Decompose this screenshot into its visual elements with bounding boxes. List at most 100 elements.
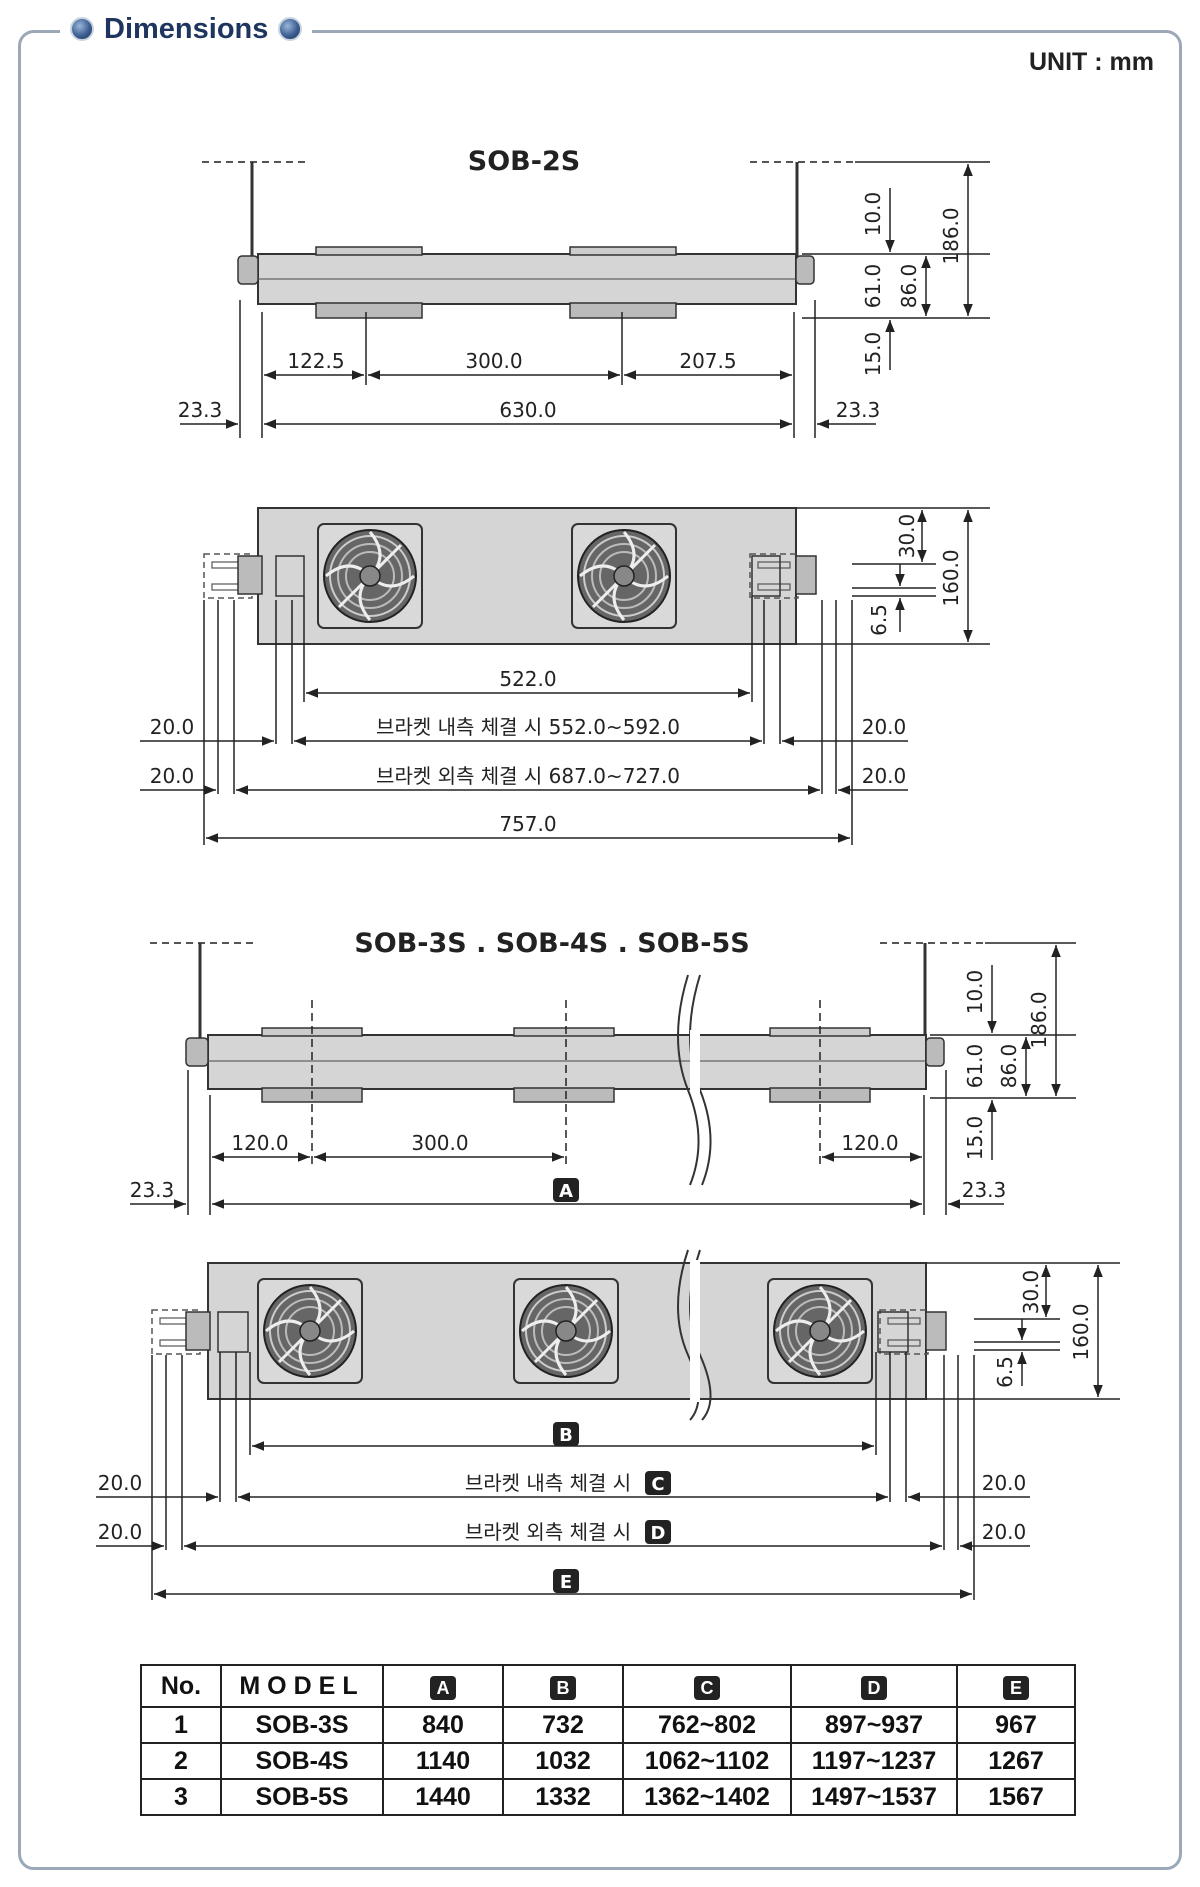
sob2s-inner-mount-label: 브라켓 내측 체결 시 552.0~592.0: [376, 715, 680, 739]
sob345-letter-e-box: [553, 1569, 579, 1593]
model-spec-table: No. MODEL A B C D E 1 SOB-3S 840 732 762…: [140, 1664, 1076, 1816]
sob345-dim-v4: 86.0: [997, 1044, 1021, 1089]
sob2s-dim-w1: 122.5: [287, 349, 344, 373]
sob2s-dim-margin-2: 20.0: [862, 715, 907, 739]
sob345-letter-c-box: [645, 1471, 671, 1495]
sob2s-dim-v2: 6.5: [867, 604, 891, 636]
sob345-dim-margin-2: 20.0: [982, 1471, 1027, 1495]
sob345-dim-v2: 61.0: [963, 1044, 987, 1089]
sob2s-dim-left-offset: 23.3: [178, 398, 223, 422]
sob2s-dim-v1: 30.0: [895, 514, 919, 559]
header-e: E: [956, 1664, 1076, 1708]
cell-b: 732: [502, 1706, 624, 1744]
dimensions-panel: [18, 30, 1182, 1870]
header-e-letter: E: [1003, 1675, 1029, 1700]
sob2s-dim-margin-3: 20.0: [150, 764, 195, 788]
cell-e: 967: [956, 1706, 1076, 1744]
cell-b: 1332: [502, 1778, 624, 1816]
section-header: Dimensions: [60, 6, 313, 52]
sob2s-dim-v3: 15.0: [861, 332, 885, 377]
table-row: 2 SOB-4S 1140 1032 1062~1102 1197~1237 1…: [140, 1742, 1076, 1780]
sob345-dim-w1: 120.0: [231, 1131, 288, 1155]
sob345-letter-c: C: [651, 1474, 664, 1495]
cell-e: 1567: [956, 1778, 1076, 1816]
sob2s-dim-total: 630.0: [499, 398, 556, 422]
header-b: B: [502, 1664, 624, 1708]
header-c: C: [622, 1664, 792, 1708]
header-a: A: [382, 1664, 504, 1708]
cell-c: 1362~1402: [622, 1778, 792, 1816]
header-model: MODEL: [220, 1664, 384, 1708]
header-d-letter: D: [861, 1675, 887, 1700]
cell-no: 2: [140, 1742, 222, 1780]
sob345-dim-v5: 186.0: [1027, 991, 1051, 1048]
table-header-row: No. MODEL A B C D E: [140, 1664, 1076, 1708]
cell-d: 897~937: [790, 1706, 958, 1744]
unit-label: UNIT : mm: [1029, 48, 1154, 76]
header-d: D: [790, 1664, 958, 1708]
sob345-dim-v2: 6.5: [993, 1356, 1017, 1388]
cell-c: 762~802: [622, 1706, 792, 1744]
header-bullet-icon: [70, 17, 94, 41]
sob345-dim-margin-4: 20.0: [982, 1520, 1027, 1544]
sob2s-side-view: SOB-2S 122.5 300.0 207.5: [178, 146, 990, 438]
sob2s-outer-mount-label: 브라켓 외측 체결 시 687.0~727.0: [376, 764, 680, 788]
sob345-title: SOB-3S . SOB-4S . SOB-5S: [354, 928, 749, 959]
cell-a: 1440: [382, 1778, 504, 1816]
sob345-dim-v3: 15.0: [963, 1116, 987, 1161]
sob345-side-view: SOB-3S . SOB-4S . SOB-5S: [130, 928, 1076, 1215]
sob345-letter-a: A: [559, 1181, 573, 1202]
sob345-letter-b: B: [559, 1425, 573, 1446]
sob345-dim-v1: 30.0: [1019, 1270, 1043, 1315]
sob345-letter-a-box: [553, 1178, 579, 1202]
sob2s-dim-right-offset: 23.3: [836, 398, 881, 422]
sob2s-dim-v3: 160.0: [939, 549, 963, 606]
sob2s-dim-total-width: 757.0: [499, 812, 556, 836]
sob2s-dim-v4: 86.0: [897, 264, 921, 309]
sob2s-dim-margin-4: 20.0: [862, 764, 907, 788]
sob345-dim-left-offset: 23.3: [130, 1178, 175, 1202]
header-bullet-icon: [278, 17, 303, 41]
table-row: 1 SOB-3S 840 732 762~802 897~937 967: [140, 1706, 1076, 1744]
table-row: 3 SOB-5S 1440 1332 1362~1402 1497~1537 1…: [140, 1778, 1076, 1816]
cell-model: SOB-3S: [220, 1706, 384, 1744]
sob2s-title: SOB-2S: [468, 146, 580, 177]
sob2s-dim-v1: 10.0: [861, 192, 885, 237]
sob2s-dim-w2: 300.0: [465, 349, 522, 373]
sob345-dim-right-offset: 23.3: [962, 1178, 1007, 1202]
cell-c: 1062~1102: [622, 1742, 792, 1780]
sob345-outer-mount-label: 브라켓 외측 체결 시: [465, 1520, 631, 1544]
cell-d: 1497~1537: [790, 1778, 958, 1816]
header-b-letter: B: [550, 1675, 576, 1700]
sob345-dim-v1: 10.0: [963, 970, 987, 1015]
sob2s-dim-inner: 522.0: [499, 667, 556, 691]
sob2s-dim-v2: 61.0: [861, 264, 885, 309]
cell-b: 1032: [502, 1742, 624, 1780]
sob2s-dim-w3: 207.5: [679, 349, 736, 373]
sob345-dim-margin-3: 20.0: [98, 1520, 143, 1544]
sob345-top-view: B 20.0 브라켓 내측 체결 시 C 20.0 20.0 브라켓 외측 체결…: [96, 1249, 1120, 1600]
sob345-inner-mount-label: 브라켓 내측 체결 시: [465, 1471, 631, 1495]
cell-a: 840: [382, 1706, 504, 1744]
sob345-letter-e: E: [560, 1572, 572, 1593]
sob345-letter-d: D: [651, 1523, 666, 1544]
cell-e: 1267: [956, 1742, 1076, 1780]
sob345-dim-v3: 160.0: [1069, 1303, 1093, 1360]
header-a-letter: A: [430, 1675, 456, 1700]
sob345-letter-b-box: [553, 1422, 579, 1446]
header-c-letter: C: [694, 1675, 720, 1700]
sob345-dim-w2: 300.0: [411, 1131, 468, 1155]
section-title: Dimensions: [104, 12, 269, 45]
sob345-dim-w3: 120.0: [841, 1131, 898, 1155]
cell-no: 3: [140, 1778, 222, 1816]
cell-model: SOB-4S: [220, 1742, 384, 1780]
sob345-dim-margin-1: 20.0: [98, 1471, 143, 1495]
cell-no: 1: [140, 1706, 222, 1744]
sob345-letter-d-box: [645, 1520, 671, 1544]
header-no: No.: [140, 1664, 222, 1708]
cell-model: SOB-5S: [220, 1778, 384, 1816]
cell-d: 1197~1237: [790, 1742, 958, 1780]
cell-a: 1140: [382, 1742, 504, 1780]
sob2s-dim-margin-1: 20.0: [150, 715, 195, 739]
